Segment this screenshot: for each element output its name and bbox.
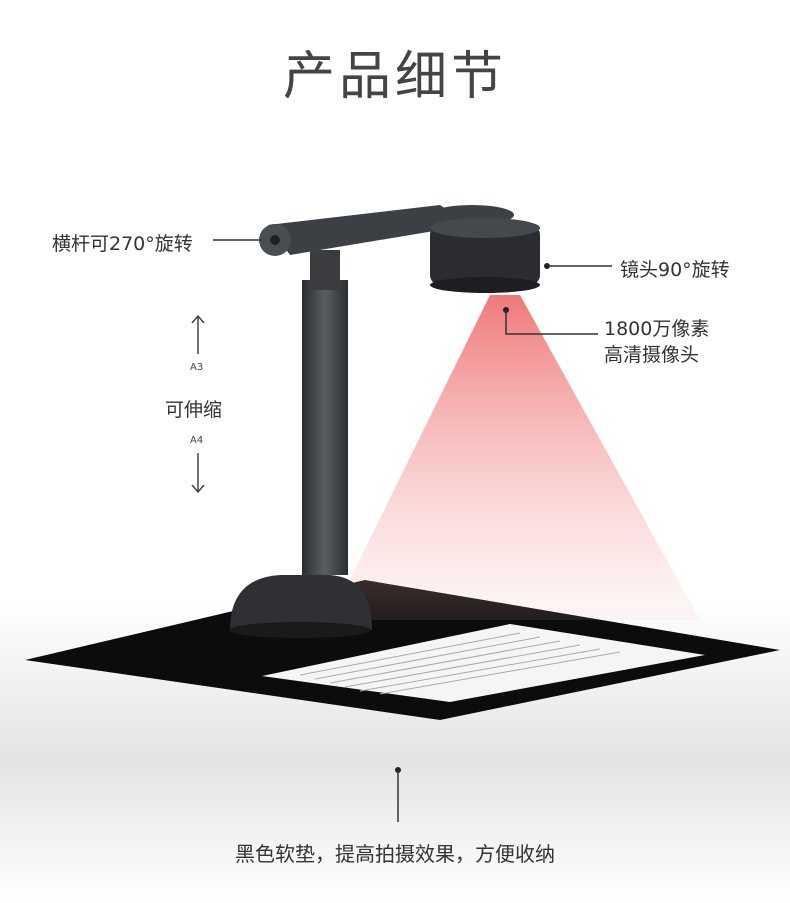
pole <box>302 280 348 575</box>
down-arrow-icon <box>191 453 205 494</box>
camera-head <box>430 225 540 285</box>
lens-rotation-label: 镜头90°旋转 <box>620 259 730 281</box>
extend-label: 可伸缩 <box>165 399 223 421</box>
light-beam <box>330 295 700 620</box>
arm-rotation-label: 横杆可270°旋转 <box>52 233 193 255</box>
base <box>230 575 372 630</box>
pad-caption: 黑色软垫，提高拍摄效果，方便收纳 <box>235 842 555 866</box>
camera-resolution-label: 1800万像素 <box>604 318 710 340</box>
page-title: 产品细节 <box>282 47 507 107</box>
camera-hd-label: 高清摄像头 <box>604 344 700 366</box>
up-arrow-icon <box>191 314 205 354</box>
arm <box>268 205 470 255</box>
a4-label: A4 <box>190 435 204 446</box>
a3-label: A3 <box>190 362 204 373</box>
